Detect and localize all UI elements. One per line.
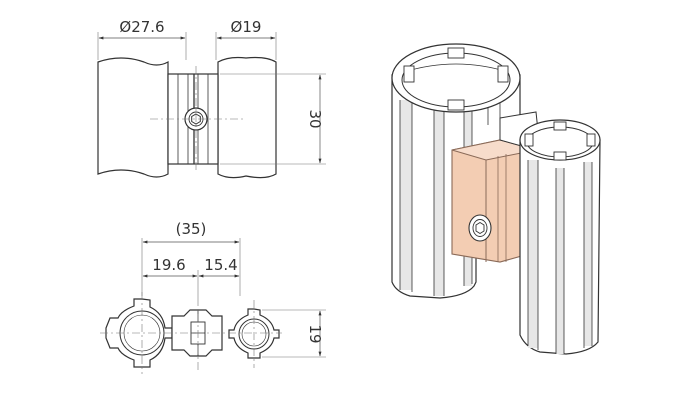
dim-depth: 19 (306, 324, 324, 343)
isometric-view (391, 43, 601, 355)
dim-dia-small: Ø19 (231, 18, 262, 36)
small-tube-side (217, 56, 277, 179)
top-view: (35) 19.6 15.4 19 (100, 220, 326, 374)
dim-right-offset: 15.4 (204, 256, 237, 274)
dim-dia-large: Ø27.6 (119, 18, 164, 36)
dim-left-offset: 19.6 (152, 256, 185, 274)
dim-height: 30 (306, 109, 324, 128)
small-tube-iso (519, 119, 601, 355)
dim-overall: (35) (176, 220, 207, 238)
hex-socket-bolt-icon (468, 214, 492, 242)
large-tube-side (97, 57, 169, 178)
front-view: Ø27.6 Ø19 30 (97, 18, 326, 179)
connector-iso (451, 111, 541, 263)
